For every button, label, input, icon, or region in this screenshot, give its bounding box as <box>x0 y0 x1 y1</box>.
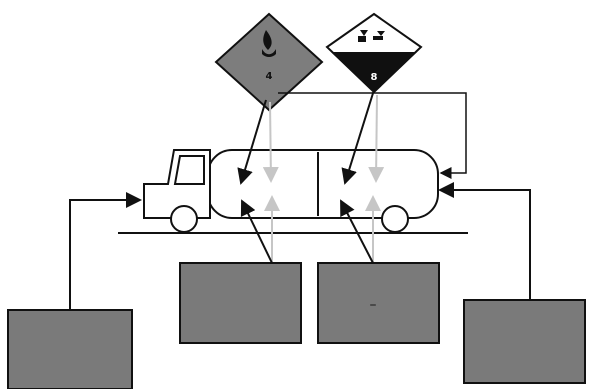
front-wheel <box>171 206 197 232</box>
flammable-placard: 4 <box>216 14 322 110</box>
box-bottom-right <box>464 300 585 383</box>
cab-window <box>175 156 204 184</box>
arrow-left-placard-gray <box>270 102 271 181</box>
connector-bottom-left <box>70 200 140 310</box>
box-bottom-left <box>8 310 132 389</box>
connector-bottom-right <box>440 190 530 300</box>
rear-wheel <box>382 206 408 232</box>
placard-class-number: 4 <box>266 71 273 82</box>
placard-class-number: 8 <box>371 72 378 83</box>
corrosive-placard: 8 <box>327 14 421 92</box>
box-center-right <box>318 263 439 343</box>
box-center-left <box>180 263 301 343</box>
tank-body <box>208 150 438 218</box>
box-center-right-label: – <box>370 297 377 313</box>
tanker-truck <box>144 150 438 232</box>
arrow-right-placard-gray <box>376 95 377 181</box>
